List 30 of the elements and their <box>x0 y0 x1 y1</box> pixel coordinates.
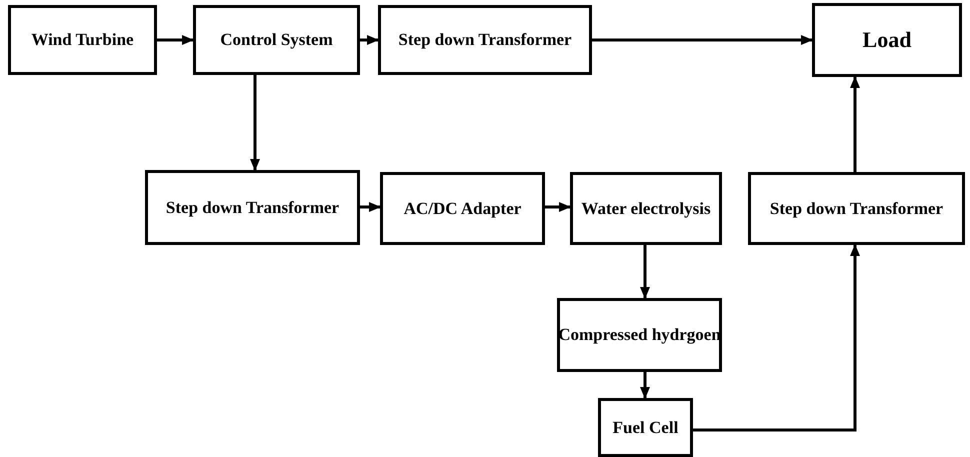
box-label: Step down Transformer <box>166 198 340 218</box>
box-label: AC/DC Adapter <box>404 198 522 218</box>
arrow <box>360 202 381 212</box>
process-box <box>557 298 722 372</box>
box-label: Load <box>862 27 912 53</box>
box-label: Fuel Cell <box>612 418 678 438</box>
box-label: Step down Transformer <box>398 30 572 50</box>
process-box <box>378 5 592 75</box>
process-box <box>380 172 545 245</box>
box-label: Wind Turbine <box>31 30 134 50</box>
process-box <box>812 3 962 77</box>
box-label: Water electrolysis <box>581 198 711 218</box>
process-box <box>748 172 965 245</box>
arrow <box>545 202 571 212</box>
process-box <box>8 5 157 75</box>
process-box <box>193 5 360 75</box>
arrow <box>640 372 650 399</box>
arrow <box>693 244 860 432</box>
process-box <box>570 172 722 245</box>
arrow <box>592 35 813 45</box>
process-box <box>145 170 360 245</box>
arrow <box>157 35 194 45</box>
box-label: Control System <box>220 30 333 50</box>
arrow <box>850 76 860 172</box>
arrow <box>360 35 379 45</box>
box-label: Compressed hydrgoen <box>558 325 721 345</box>
process-box <box>598 398 693 457</box>
arrow <box>640 245 650 299</box>
arrow <box>250 75 260 171</box>
box-label: Step down Transformer <box>770 198 944 218</box>
